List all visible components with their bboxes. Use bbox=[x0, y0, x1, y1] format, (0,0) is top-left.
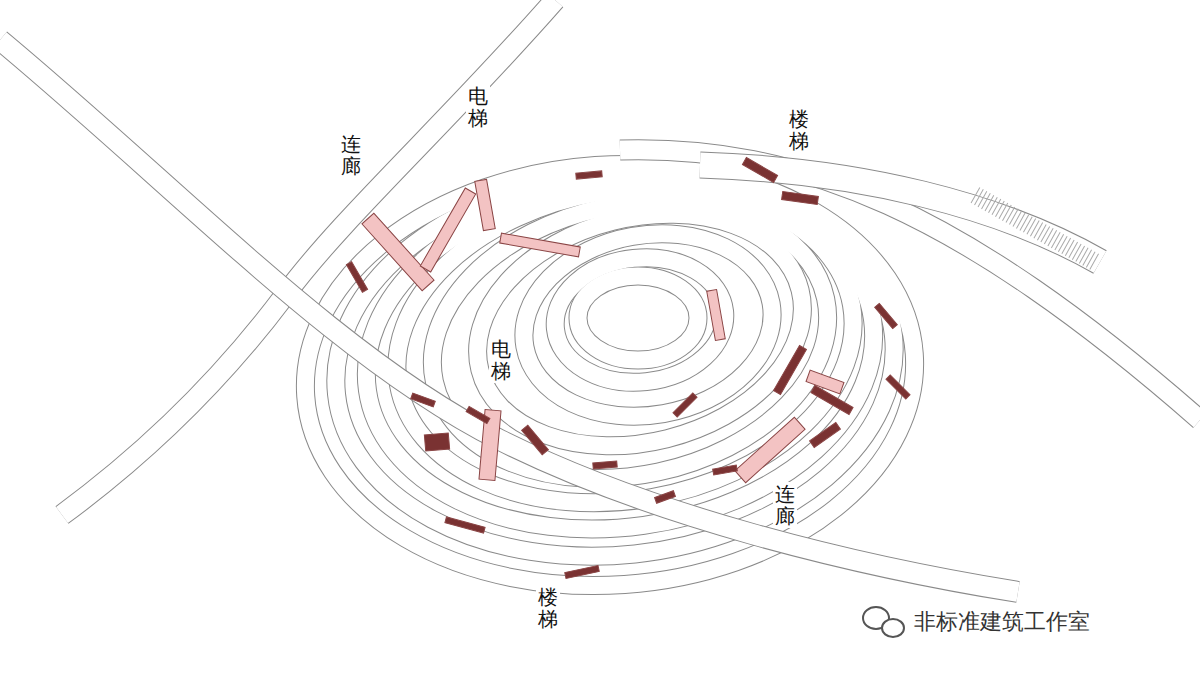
corridor-label: 连廊 bbox=[773, 482, 797, 528]
stair-block bbox=[886, 375, 910, 399]
stair-block bbox=[522, 425, 549, 455]
stair-label: 楼梯 bbox=[536, 585, 560, 631]
lift-block bbox=[707, 290, 726, 341]
corridor-label: 连廊 bbox=[339, 132, 363, 178]
stair-block bbox=[810, 423, 841, 448]
lift-block bbox=[420, 188, 475, 272]
ring-band bbox=[549, 249, 731, 390]
elevator-label: 电梯 bbox=[466, 84, 490, 130]
stair-block bbox=[424, 433, 449, 451]
wechat-bubble bbox=[882, 619, 904, 637]
long-bands bbox=[0, 0, 1200, 592]
lift-block bbox=[362, 213, 434, 291]
elevator-label: 电梯 bbox=[489, 337, 513, 383]
stair-label: 楼梯 bbox=[787, 107, 811, 153]
ring-band bbox=[406, 166, 853, 513]
watermark: 非标准建筑工作室 bbox=[912, 607, 1092, 637]
ring-band bbox=[578, 276, 698, 360]
ring-band bbox=[549, 249, 731, 390]
stair-block bbox=[811, 386, 853, 415]
stair-treads bbox=[975, 195, 1095, 262]
stair-block bbox=[713, 465, 738, 475]
stair-block bbox=[774, 345, 807, 394]
lift-block bbox=[735, 417, 805, 482]
corridor-band bbox=[0, 40, 1018, 592]
stair-block bbox=[565, 566, 600, 579]
stair-band bbox=[700, 165, 1100, 262]
stair-block bbox=[782, 192, 819, 205]
stair-block bbox=[655, 491, 676, 503]
ring-band bbox=[372, 152, 879, 537]
stair-band bbox=[700, 165, 1100, 262]
elements bbox=[346, 158, 910, 579]
wechat-icon bbox=[863, 607, 904, 637]
lift-block bbox=[500, 233, 581, 257]
corridor-band bbox=[0, 40, 1018, 592]
ring-band bbox=[317, 147, 914, 583]
ring-band bbox=[578, 276, 698, 360]
stair-block bbox=[445, 517, 485, 533]
stair-block bbox=[346, 262, 367, 293]
stair-block bbox=[875, 303, 898, 328]
stair-block bbox=[576, 171, 602, 179]
stair-block bbox=[742, 158, 777, 183]
stair-block bbox=[411, 393, 436, 407]
stair-block bbox=[466, 406, 490, 423]
corridor-band bbox=[620, 150, 1200, 420]
stair-block bbox=[593, 461, 617, 469]
corridor-band bbox=[620, 150, 1200, 420]
stair-block bbox=[673, 393, 697, 417]
lift-block bbox=[475, 179, 496, 230]
